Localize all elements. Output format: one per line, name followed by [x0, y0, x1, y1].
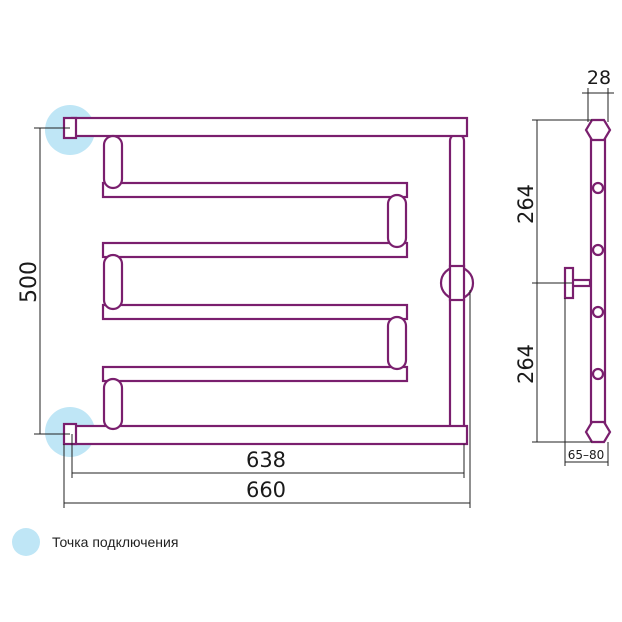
front-view	[62, 116, 475, 446]
connection-point-swatch	[12, 528, 40, 556]
height-label: 500	[17, 261, 42, 303]
side-joint-2	[591, 243, 605, 257]
legend: Точка подключения	[12, 528, 178, 556]
arm-4	[101, 365, 409, 383]
arm-2	[101, 241, 409, 259]
front-dimensions	[34, 127, 471, 508]
arm-1	[101, 181, 409, 199]
side-joint-1	[591, 181, 605, 195]
link-left-2	[102, 253, 124, 311]
link-left-3	[102, 377, 124, 431]
side-collector-pipe	[589, 122, 607, 442]
link-left-1	[102, 134, 124, 190]
lower-half-label: 264	[514, 344, 538, 384]
link-right-2	[386, 315, 408, 371]
link-right-1	[386, 193, 408, 249]
right-mount-overlay	[448, 264, 466, 302]
top-rail	[70, 116, 469, 138]
arm-3	[101, 303, 409, 321]
side-top-fitting	[584, 118, 612, 142]
side-bottom-fitting	[584, 420, 612, 444]
side-joint-4	[591, 367, 605, 381]
side-dimensions	[532, 88, 614, 466]
side-view	[563, 118, 612, 444]
inner-width-label: 638	[246, 448, 286, 472]
bottom-rail	[70, 424, 469, 446]
upper-half-label: 264	[514, 184, 538, 224]
depth-label: 28	[587, 67, 611, 89]
connection-point-label: Точка подключения	[52, 534, 179, 550]
side-joint-3	[591, 305, 605, 319]
side-mount-bar	[570, 278, 592, 288]
mount-range-label: 65–80	[568, 448, 605, 462]
overall-width-label: 660	[246, 478, 286, 502]
